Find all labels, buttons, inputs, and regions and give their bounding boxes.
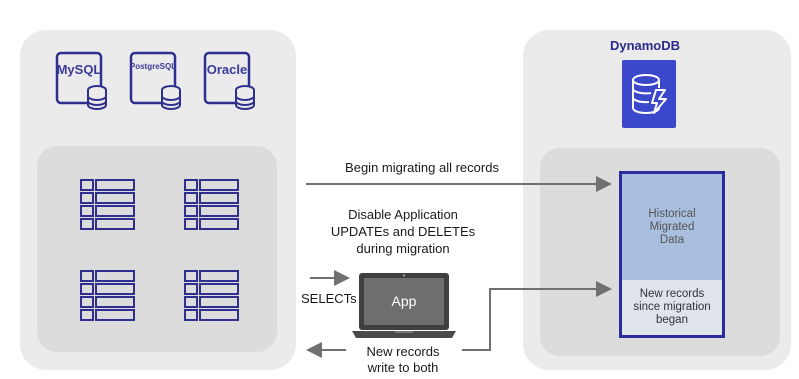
postgresql-database-icon: PostgreSQL [129, 51, 181, 110]
historical-migrated-data: Historical Migrated Data [622, 174, 722, 280]
table-icon [184, 179, 239, 230]
laptop-icon [352, 273, 456, 338]
table-icon [184, 270, 239, 321]
disable-note-line1: Disable Application [348, 207, 458, 222]
dynamodb-title: DynamoDB [609, 38, 681, 53]
disable-note-line2: UPDATEs and DELETEs [330, 224, 476, 239]
svg-text:PostgreSQL: PostgreSQL [130, 62, 176, 71]
table-icon [80, 270, 135, 321]
mysql-database-icon: MySQL [55, 51, 107, 110]
svg-text:Oracle: Oracle [207, 62, 247, 77]
selects-label: SELECTs [301, 291, 357, 306]
app-label: App [391, 293, 417, 309]
new-records-section: New records since migration began [622, 280, 722, 335]
begin-migrating-label: Begin migrating all records [345, 160, 499, 175]
dynamodb-logo [622, 60, 676, 128]
svg-text:MySQL: MySQL [57, 62, 102, 77]
dynamodb-icon [632, 74, 667, 114]
disable-note-line3: during migration [356, 241, 450, 256]
write-both-line2: write to both [367, 360, 439, 375]
write-both-line1: New records [366, 344, 440, 359]
write-to-dynamodb-arrow [462, 281, 612, 351]
dynamodb-target-table: Historical Migrated Data New records sin… [619, 171, 725, 338]
oracle-database-icon: Oracle [203, 51, 255, 110]
table-icon [80, 179, 135, 230]
